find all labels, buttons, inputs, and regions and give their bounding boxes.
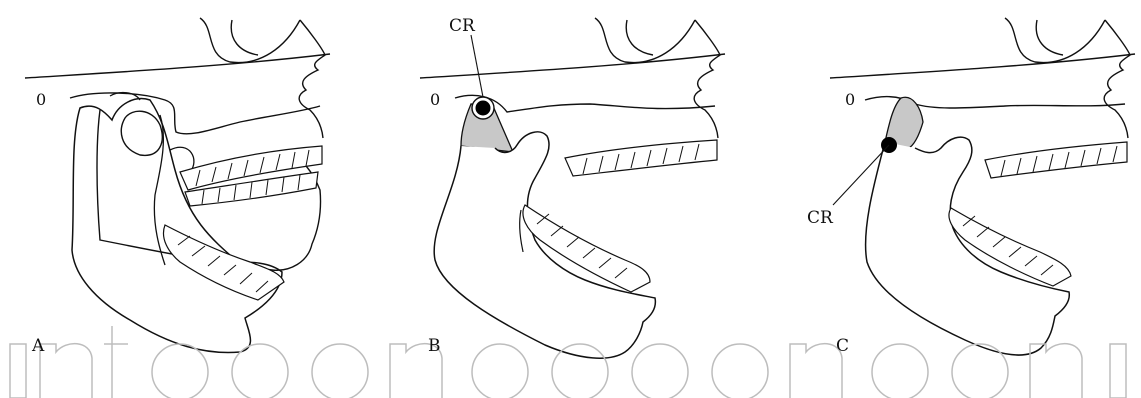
panel-b-zero-label: 0 <box>430 92 440 108</box>
panel-a-drawing <box>25 18 330 353</box>
panel-label-c: C <box>836 338 849 355</box>
panel-b-drawing <box>420 18 725 358</box>
panel-label-a: A <box>32 338 44 355</box>
panel-a-zero-label: 0 <box>36 92 46 108</box>
panel-c-zero-label: 0 <box>845 92 855 108</box>
panel-label-b: B <box>428 338 441 355</box>
panel-c-cr-callout: CR <box>807 210 833 227</box>
panel-c-drawing <box>830 18 1135 355</box>
panel-b-cr-callout: CR <box>449 18 475 35</box>
